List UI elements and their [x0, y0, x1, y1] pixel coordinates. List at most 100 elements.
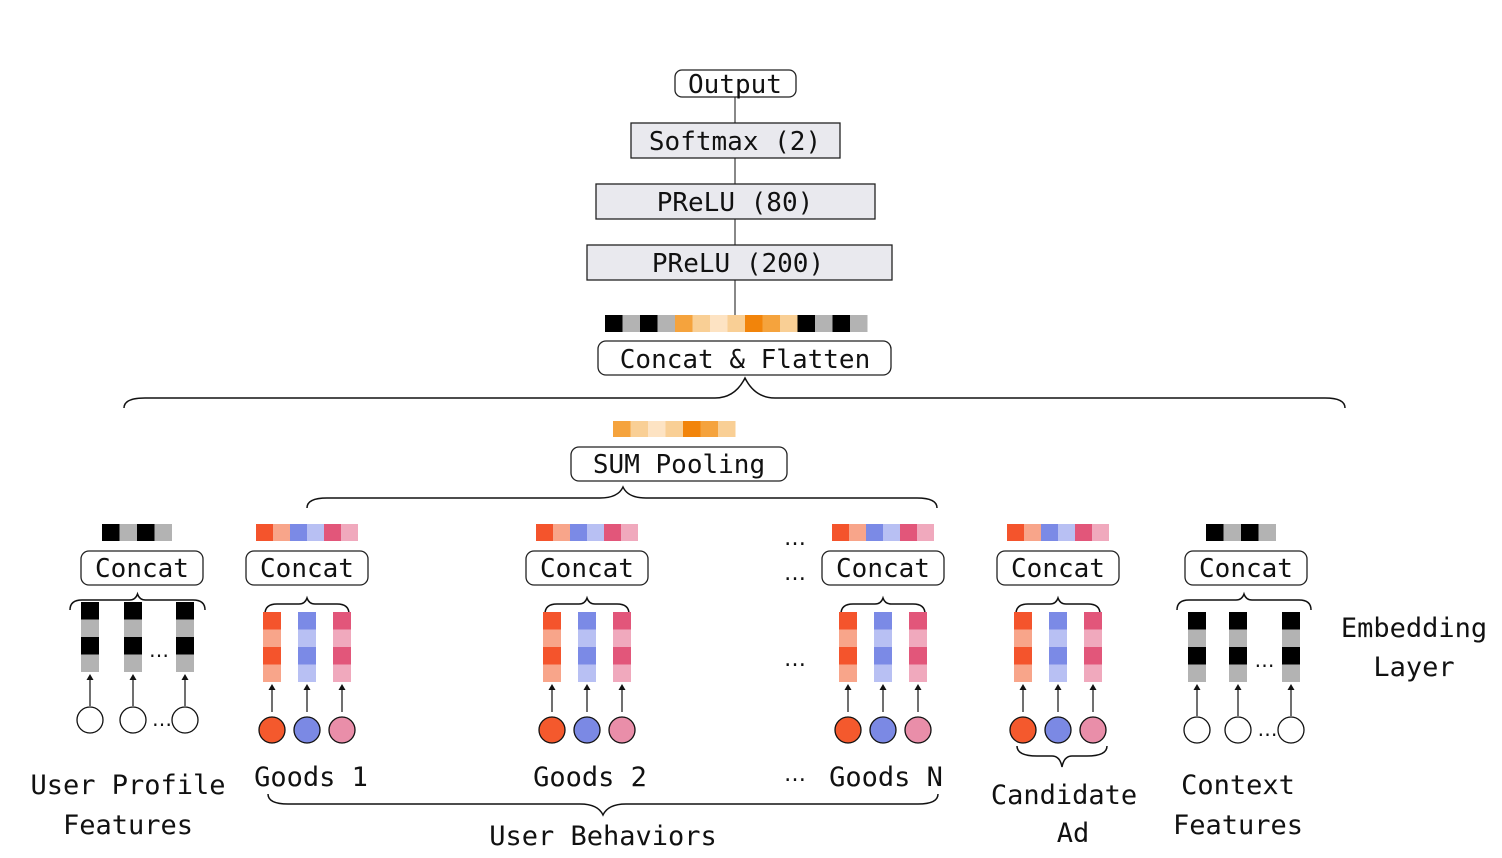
goods-2-group-arrow-blue [583, 684, 591, 712]
user-profile-group-embedding-1-cell [124, 654, 142, 672]
goods-1-group-embedding-red-cell [263, 612, 281, 630]
candidate-ad-group-concat-vector-cell [1041, 524, 1058, 541]
softmax-label: Softmax (2) [649, 127, 821, 157]
goods-1-group-node-pink [328, 716, 356, 744]
user-profile-group-embedding-1 [124, 602, 142, 672]
context-group-arrow-1 [1234, 684, 1242, 716]
context-group-embedding-2-cell [1282, 647, 1300, 665]
top-brace [123, 376, 1346, 409]
candidate-ad-group-concat: Concat [996, 550, 1120, 586]
user-profile-group-arrow-0 [86, 674, 94, 706]
candidate-ad-group-node-pink [1079, 716, 1107, 744]
goods-2-group-concat-vector [536, 524, 638, 541]
goods-n-group-concat-vector-cell [900, 524, 917, 541]
goods-2-group: Concat [525, 524, 649, 744]
pooled-vector-cell [700, 421, 718, 437]
context-group-ellipsis-embed: … [1255, 648, 1275, 672]
goods-2-group-node-blue [573, 716, 601, 744]
goods-1-group-embedding-pink-cell [333, 629, 351, 647]
candidate-ad-group-embedding-blue-cell [1049, 664, 1067, 682]
goods-1-group-embedding-pink [333, 612, 351, 682]
goods-1-group-concat: Concat [245, 550, 369, 586]
context-group-arrow-0 [1193, 684, 1201, 716]
flattened-vector-cell [657, 315, 675, 332]
goods-1-group-concat-box [245, 550, 369, 586]
goods-1-group-embedding-blue-cell [298, 629, 316, 647]
goods-n-group-embedding-red-cell [839, 664, 857, 682]
goods-n-group-concat-vector-cell [832, 524, 849, 541]
goods-2-group-embedding-blue-cell [578, 612, 596, 630]
user-profile-group-embedding-0-cell [81, 619, 99, 637]
goods-1-group-embedding-red-cell [263, 629, 281, 647]
candidate-ad-group-concat-box [996, 550, 1120, 586]
context-group-node-0 [1183, 716, 1211, 744]
goods-n-group-embedding-pink-cell [909, 647, 927, 665]
goods-1-group-concat-vector [256, 524, 358, 541]
goods-n-group-arrow-blue [879, 684, 887, 712]
user-profile-group-concat-vector-cell [137, 524, 155, 541]
context-group-embedding-0-cell [1188, 629, 1206, 647]
goods-n-group-concat-label: Concat [836, 554, 930, 584]
flattened-vector-cell [815, 315, 833, 332]
goods-2-label: Goods 2 [533, 762, 647, 793]
goods-2-group-brace [544, 595, 630, 615]
candidate-ad-group-embedding-red-cell [1014, 612, 1032, 630]
context-group-embedding-2-cell [1282, 612, 1300, 630]
goods-1-group-arrow-blue [303, 684, 311, 712]
pooled-vector-cell [683, 421, 701, 437]
concat-flatten-box [597, 340, 892, 376]
output-label: Output [688, 70, 782, 100]
context-group: Concat…… [1176, 524, 1312, 744]
goods-1-group-embedding-pink-cell [333, 612, 351, 630]
pooled-vector-cell [665, 421, 683, 437]
sum-pooling-label: SUM Pooling [593, 450, 765, 480]
goods-1-group-brace [264, 595, 350, 615]
candidate-ad-group-arrow-red [1019, 684, 1027, 712]
prelu-80-label: PReLU (80) [657, 188, 814, 218]
flattened-vector-cell [622, 315, 640, 332]
embedding-layer-label-line1: Embedding [1341, 613, 1487, 644]
goods-2-group-concat-vector-cell [570, 524, 587, 541]
candidate-ad-group-brace [1015, 595, 1101, 615]
candidate-ad-group-concat-vector [1007, 524, 1109, 541]
flattened-vector [605, 315, 868, 332]
context-group-concat-label: Concat [1199, 554, 1293, 584]
context-group-embedding-0-cell [1188, 647, 1206, 665]
goods-2-group-embedding-red-cell [543, 664, 561, 682]
goods-1-group-concat-vector-cell [307, 524, 324, 541]
goods-n-group-brace [840, 595, 926, 615]
goods-1-group-arrow-red [268, 684, 276, 712]
goods-2-group-embedding-pink-cell [613, 629, 631, 647]
ellipsis-goods: … [784, 762, 806, 787]
goods-1-group-concat-vector-cell [273, 524, 290, 541]
candidate-ad-group-concat-vector-cell [1075, 524, 1092, 541]
user-profile-group-node-1 [119, 706, 147, 734]
pooled-embedding-vector [613, 421, 736, 437]
goods-n-group-concat: Concat [821, 550, 945, 586]
goods-1-group-arrow-pink [338, 684, 346, 712]
candidate-ad-group-concat-vector-cell [1092, 524, 1109, 541]
user-profile-group-embedding-2-cell [176, 619, 194, 637]
candidate-ad-group-embedding-pink [1084, 612, 1102, 682]
pooling-brace [306, 485, 938, 509]
goods-n-group-embedding-red [839, 612, 857, 682]
user-profile-group-embedding-1-cell [124, 619, 142, 637]
user-profile-label-line1: User Profile [30, 770, 225, 801]
flattened-vector-cell [605, 315, 623, 332]
goods-2-group-embedding-blue-cell [578, 664, 596, 682]
goods-1-group-embedding-blue-cell [298, 647, 316, 665]
prelu-80-layer [595, 183, 876, 220]
concat-flatten-label: Concat & Flatten [620, 345, 870, 375]
context-group-embedding-1 [1229, 612, 1247, 682]
candidate-ad-group-embedding-pink-cell [1084, 629, 1102, 647]
user-profile-group-node-0 [76, 706, 104, 734]
user-profile-group-concat: Concat [80, 550, 204, 586]
goods-n-group-concat-vector-cell [866, 524, 883, 541]
flattened-vector-cell [850, 315, 868, 332]
context-group-node-1 [1224, 716, 1252, 744]
goods-n-group-embedding-pink-cell [909, 629, 927, 647]
user-profile-group-embedding-0-cell [81, 602, 99, 620]
user-profile-group-ellipsis-embed: … [149, 638, 169, 662]
context-group-embedding-0-cell [1188, 664, 1206, 682]
